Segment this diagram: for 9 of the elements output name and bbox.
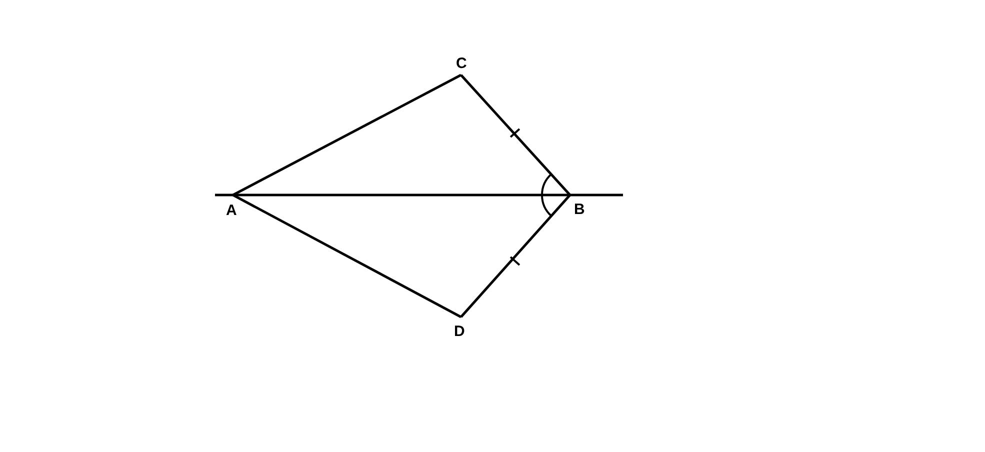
line-segment (232, 194, 462, 318)
point-label: D (450, 317, 470, 341)
line-segment (233, 194, 570, 196)
line-segment (232, 74, 462, 196)
line-segment (460, 74, 571, 196)
point-label: B (570, 195, 592, 219)
point-label: C (452, 55, 470, 75)
point-label: A (222, 195, 242, 221)
line-segment (460, 194, 571, 318)
